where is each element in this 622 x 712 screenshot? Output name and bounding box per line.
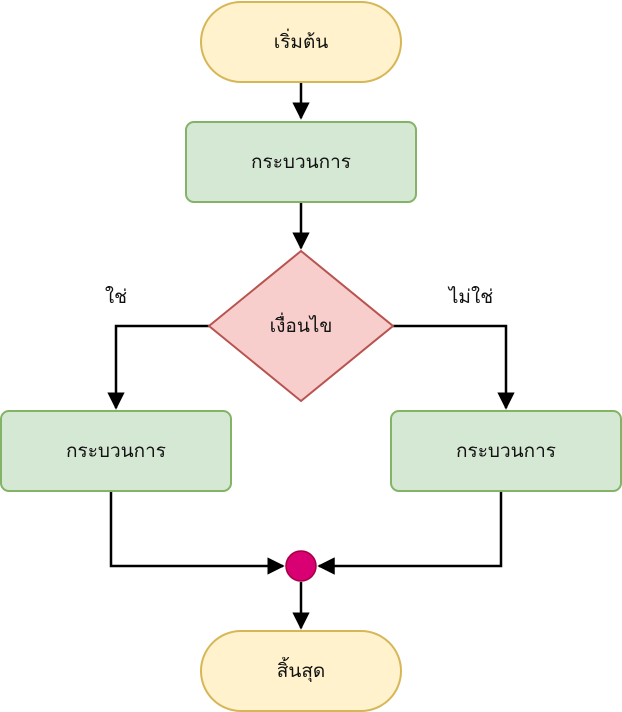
edge-right-to-junction [317, 492, 503, 575]
end-label: สิ้นสุด [277, 657, 326, 683]
edge-left-to-junction [109, 492, 285, 575]
end-terminal: สิ้นสุด [200, 630, 402, 712]
start-terminal: เริ่มต้น [200, 1, 402, 83]
process-top: กระบวนการ [185, 121, 417, 203]
edge-decision-yes [107, 324, 209, 410]
merge-junction [285, 550, 317, 582]
process-left: กระบวนการ [0, 410, 232, 492]
decision-label: เงื่อนไข [270, 312, 333, 337]
process-top-label: กระบวนการ [251, 151, 351, 173]
connectors [107, 82, 515, 630]
yes-edge-label: ใช่ [105, 286, 127, 308]
process-right: กระบวนการ [390, 410, 622, 492]
edge-decision-no [393, 324, 515, 410]
decision-diamond: เงื่อนไข [207, 249, 395, 403]
no-edge-label: ไม่ใช่ [447, 286, 493, 308]
start-label: เริ่มต้น [274, 28, 329, 53]
process-right-label: กระบวนการ [456, 440, 556, 462]
process-left-label: กระบวนการ [66, 440, 166, 462]
